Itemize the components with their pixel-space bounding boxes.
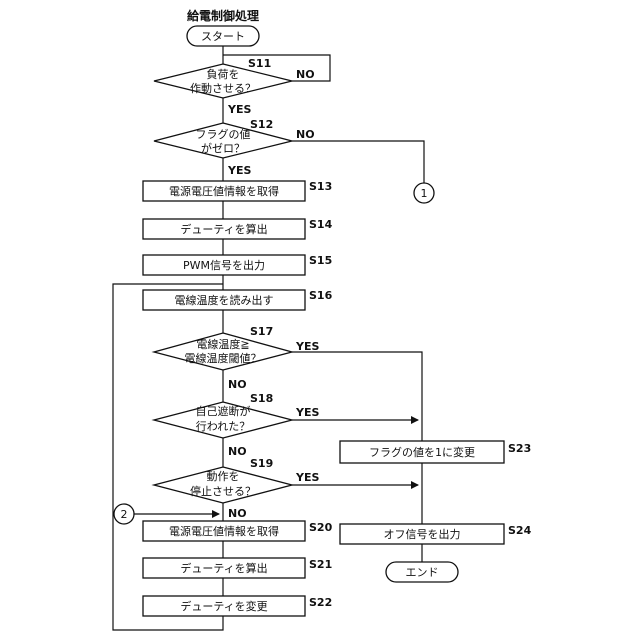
s13-text: 電源電圧値情報を取得 — [169, 184, 279, 198]
process-s24: オフ信号を出力 S24 — [340, 524, 532, 544]
s19-yes-label: YES — [295, 471, 319, 484]
s18-yes-label: YES — [295, 406, 319, 419]
process-s16: 電線温度を読み出す S16 — [143, 289, 333, 310]
end-label: エンド — [406, 566, 439, 579]
decision-s12: フラグの値 がゼロ？ S12 NO YES — [154, 118, 315, 177]
end-terminal: エンド — [386, 562, 458, 582]
s17-text-line2: 電線温度閾値？ — [185, 351, 262, 365]
s23-step-label: S23 — [508, 442, 531, 455]
s11-step-label: S11 — [248, 57, 271, 70]
start-terminal: スタート — [187, 26, 259, 46]
process-s14: デューティを算出 S14 — [143, 218, 333, 239]
s16-step-label: S16 — [309, 289, 333, 302]
process-s15: PWM信号を出力 S15 — [143, 254, 332, 275]
s17-step-label: S17 — [250, 325, 273, 338]
diagram-title: 給電制御処理 — [187, 8, 259, 23]
s24-text: オフ信号を出力 — [384, 527, 461, 541]
s12-text-line1: フラグの値 — [196, 127, 251, 141]
s20-step-label: S20 — [309, 521, 333, 534]
s16-text: 電線温度を読み出す — [175, 293, 274, 307]
s21-text: デューティを算出 — [180, 561, 267, 575]
s24-step-label: S24 — [508, 524, 532, 537]
s22-step-label: S22 — [309, 596, 332, 609]
s12-text-line2: がゼロ？ — [201, 141, 245, 155]
s14-step-label: S14 — [309, 218, 333, 231]
decision-s11: 負荷を 作動させる？ S11 NO YES — [154, 57, 315, 116]
s19-step-label: S19 — [250, 457, 273, 470]
process-s21: デューティを算出 S21 — [143, 558, 332, 578]
s13-step-label: S13 — [309, 180, 332, 193]
s18-no-label: NO — [228, 445, 247, 458]
s14-text: デューティを算出 — [180, 222, 267, 236]
decision-s17: 電線温度≧ 電線温度閾値？ S17 YES NO — [154, 325, 319, 391]
s17-yes-label: YES — [295, 340, 319, 353]
s18-text-line1: 自己遮断が — [196, 404, 251, 418]
s17-no-label: NO — [228, 378, 247, 391]
process-s23: フラグの値を1に変更 S23 — [340, 441, 531, 463]
process-s13: 電源電圧値情報を取得 S13 — [143, 180, 332, 201]
s20-text: 電源電圧値情報を取得 — [169, 524, 279, 538]
s19-text-line1: 動作を — [207, 469, 240, 483]
process-s22: デューティを変更 S22 — [143, 596, 332, 616]
s15-step-label: S15 — [309, 254, 332, 267]
s18-step-label: S18 — [250, 392, 273, 405]
connector-2: 2 — [114, 504, 134, 524]
s23-text: フラグの値を1に変更 — [369, 445, 475, 459]
s22-text: デューティを変更 — [180, 599, 267, 613]
connector-2-label: 2 — [121, 508, 128, 521]
s18-text-line2: 行われた？ — [196, 420, 250, 433]
connector-1: 1 — [414, 183, 434, 203]
process-s20: 電源電圧値情報を取得 S20 — [143, 521, 333, 541]
s15-text: PWM信号を出力 — [183, 258, 265, 272]
s11-text-line2: 作動させる？ — [190, 81, 256, 95]
s21-step-label: S21 — [309, 558, 332, 571]
s11-yes-label: YES — [227, 103, 251, 116]
s19-no-label: NO — [228, 507, 247, 520]
s17-text-line1: 電線温度≧ — [196, 337, 249, 351]
s12-step-label: S12 — [250, 118, 273, 131]
decision-s18: 自己遮断が 行われた？ S18 YES NO — [154, 392, 319, 458]
s12-no-label: NO — [296, 128, 315, 141]
s19-text-line2: 停止させる？ — [190, 484, 256, 498]
start-label: スタート — [201, 30, 245, 43]
connector-1-label: 1 — [421, 187, 428, 200]
s12-yes-label: YES — [227, 164, 251, 177]
s11-no-label: NO — [296, 68, 315, 81]
decision-s19: 動作を 停止させる？ S19 YES NO — [154, 457, 319, 520]
s11-text-line1: 負荷を — [207, 68, 240, 81]
